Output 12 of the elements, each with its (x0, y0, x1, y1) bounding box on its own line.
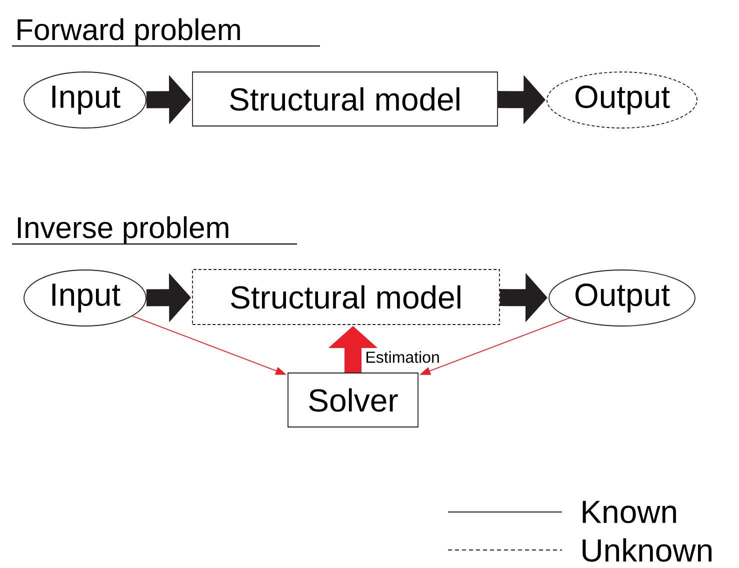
ellipse-node: Output (546, 72, 698, 128)
heading: Forward problem (18, 18, 240, 46)
ellipse-node: Output (548, 270, 696, 326)
edge-label: Estimation (364, 350, 441, 364)
heading: Inverse problem (18, 216, 228, 244)
ellipse-node: Input (24, 72, 146, 128)
legend-label: Known (582, 500, 676, 524)
process-box: Solver (288, 372, 418, 428)
process-box: Structural model (192, 269, 500, 325)
legend-label: Unknown (582, 538, 712, 562)
ellipse-node: Input (24, 270, 146, 326)
process-box: Structural model (192, 72, 498, 126)
